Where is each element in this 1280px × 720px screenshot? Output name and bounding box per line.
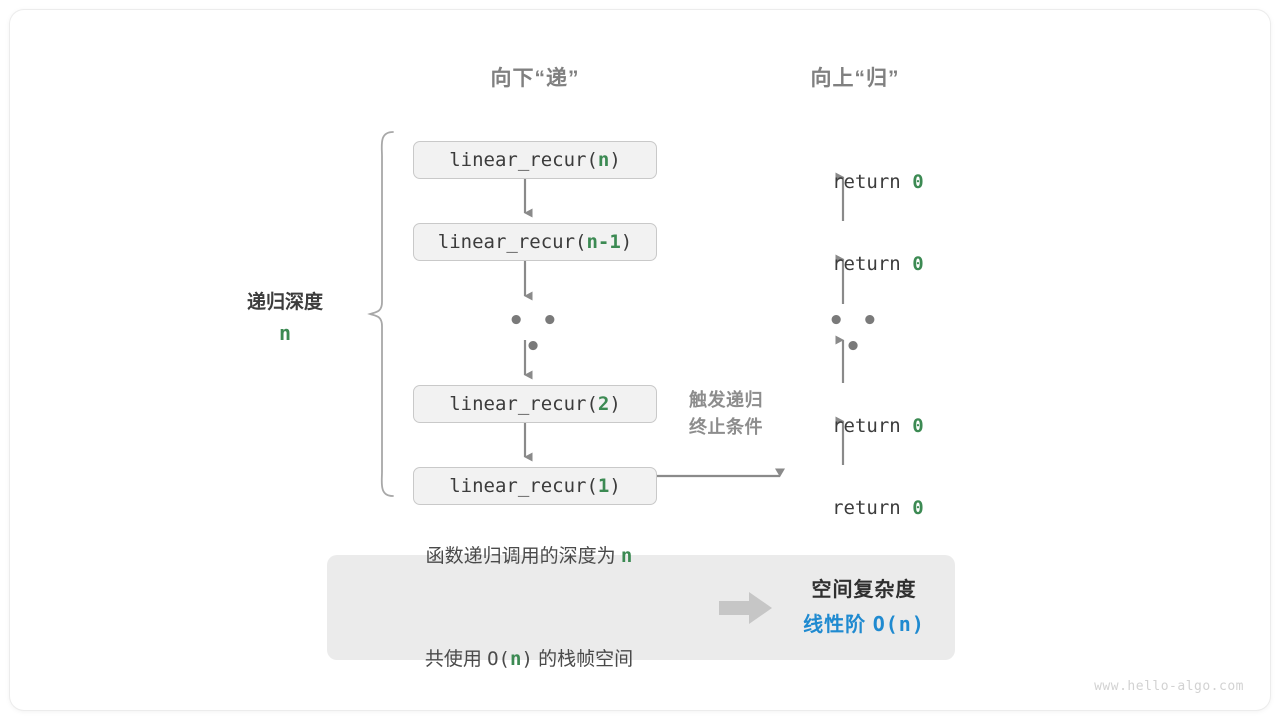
summary-line1-n: n — [620, 544, 633, 567]
return-value: 0 — [912, 415, 924, 437]
recursion-depth-label: 递归深度 — [246, 292, 323, 313]
return-value: 0 — [912, 171, 924, 193]
complexity-order-label: 线性阶 — [803, 614, 873, 636]
call-box-argument: 2 — [597, 393, 610, 415]
call-box-linear-recur-n-1[interactable]: linear_recur(n-1) — [413, 223, 657, 261]
call-box-argument: n-1 — [586, 231, 621, 253]
return-keyword: return — [832, 497, 913, 519]
summary-line-1: 函数递归调用的深度为 n — [349, 539, 709, 574]
call-box-linear-recur-n[interactable]: linear_recur(n) — [413, 141, 657, 179]
summary-line1-text: 函数递归调用的深度为 — [425, 545, 621, 567]
call-box-argument: n — [597, 149, 610, 171]
summary-description: 函数递归调用的深度为 n 共使用 O(n) 的栈帧空间 — [327, 471, 709, 711]
implies-arrow-icon — [709, 591, 783, 625]
summary-line2-bigo: O( — [487, 647, 510, 670]
return-statement-3: return 0 — [735, 393, 975, 459]
call-box-linear-recur-1[interactable]: linear_recur(1) — [413, 467, 657, 505]
call-box-prefix: linear_recur( — [449, 393, 598, 415]
recursion-depth-value: n — [278, 321, 292, 345]
call-box-prefix: linear_recur( — [449, 475, 598, 497]
space-complexity-value: 线性阶 O(n) — [783, 607, 945, 642]
return-value: 0 — [912, 497, 924, 519]
summary-line2-tail: 的栈帧空间 — [532, 648, 634, 670]
call-box-suffix: ) — [609, 475, 621, 497]
call-box-suffix: ) — [609, 393, 621, 415]
return-value: 0 — [912, 253, 924, 275]
ellipsis-returns: • • • — [827, 306, 883, 362]
call-box-suffix: ) — [609, 149, 621, 171]
heading-recurse-down: 向下“递” — [490, 67, 580, 90]
complexity-summary-panel: 函数递归调用的深度为 n 共使用 O(n) 的栈帧空间 空间复杂度 线性阶 O(… — [327, 545, 955, 670]
ellipsis-call-stack: • • • — [507, 306, 563, 362]
return-statement-4: return 0 — [735, 475, 975, 541]
return-keyword: return — [832, 171, 913, 193]
summary-line2-paren: ) — [521, 647, 533, 670]
call-box-suffix: ) — [620, 231, 633, 253]
termination-note-line1: 触发递归 — [689, 390, 763, 410]
termination-note-line2: 终止条件 — [689, 417, 763, 437]
summary-line-2: 共使用 O(n) 的栈帧空间 — [349, 642, 709, 677]
complexity-expression: O(n) — [872, 612, 925, 636]
termination-condition-note: 触发递归 终止条件 — [656, 387, 796, 441]
space-complexity-title: 空间复杂度 — [811, 579, 917, 601]
return-keyword: return — [832, 415, 913, 437]
return-statement-2: return 0 — [735, 231, 975, 297]
call-box-prefix: linear_recur( — [449, 149, 598, 171]
call-box-argument: 1 — [597, 475, 610, 497]
heading-return-up: 向上“归” — [810, 67, 900, 90]
call-box-linear-recur-2[interactable]: linear_recur(2) — [413, 385, 657, 423]
summary-conclusion: 空间复杂度 线性阶 O(n) — [783, 573, 955, 642]
return-keyword: return — [832, 253, 913, 275]
call-box-prefix: linear_recur( — [437, 231, 587, 253]
watermark: www.hello-algo.com — [1094, 679, 1244, 694]
diagram-canvas: 向下“递” 向上“归” 递归深度 n — [10, 10, 1270, 710]
summary-line2-text: 共使用 — [424, 648, 488, 670]
summary-line2-n: n — [509, 647, 522, 670]
return-statement-1: return 0 — [735, 149, 975, 215]
recursion-depth-annotation: 递归深度 n — [190, 288, 380, 348]
